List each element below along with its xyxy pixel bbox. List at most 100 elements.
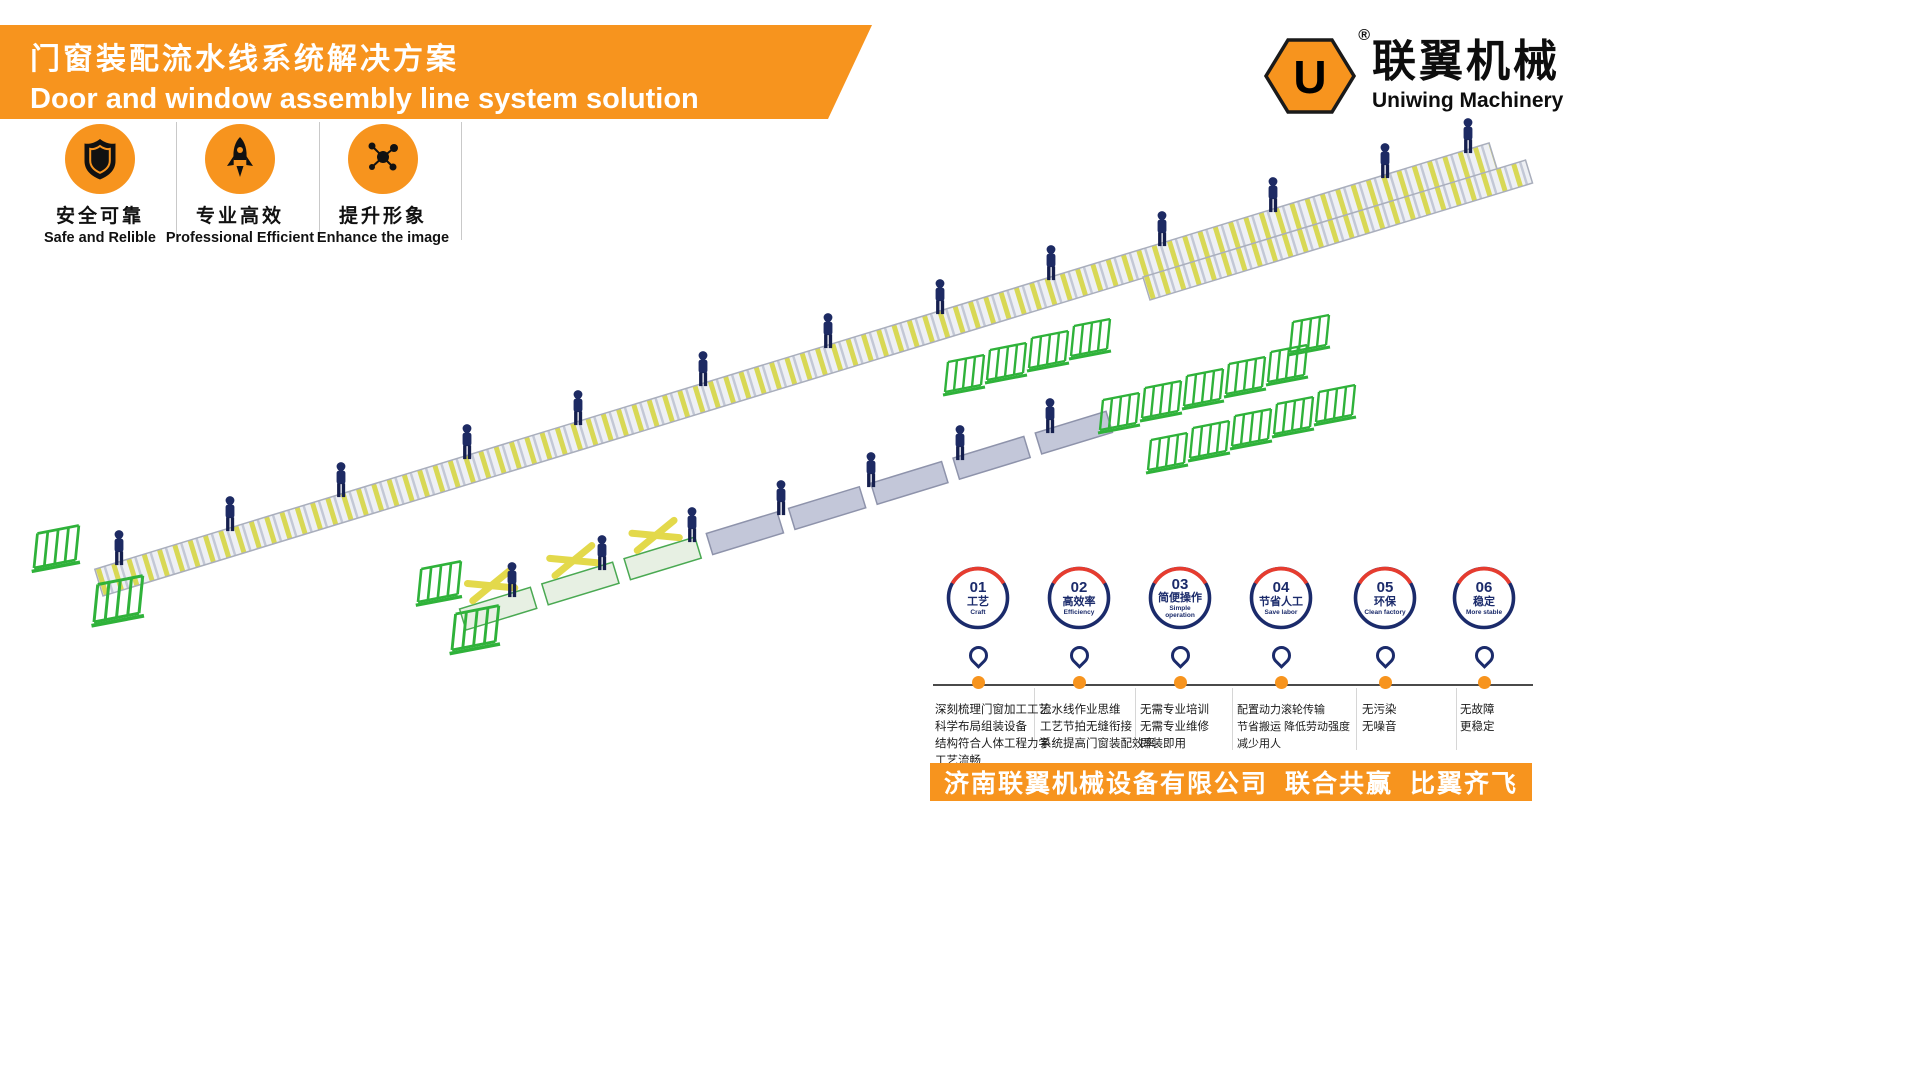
circle-arc-icon xyxy=(1148,566,1212,630)
logo-monogram: U xyxy=(1293,51,1326,103)
rack-icon xyxy=(1186,419,1232,463)
timeline-label-zh: 稳定 xyxy=(1473,595,1495,608)
timeline-label-zh: 环保 xyxy=(1374,595,1396,608)
timeline-number: 04 xyxy=(1272,579,1290,597)
rack-icon xyxy=(1270,395,1316,439)
worker-figure xyxy=(823,313,833,349)
detail-line: 无污染 xyxy=(1362,704,1397,716)
feature-label-zh: 专业高效 xyxy=(195,206,284,227)
timeline-label-zh: 简便操作 xyxy=(1158,592,1202,605)
rack-icon xyxy=(1067,317,1113,361)
circle-arc-icon xyxy=(1452,566,1516,630)
timeline-badge-01: 01 工艺 Craft xyxy=(945,565,1011,689)
rack-icon xyxy=(1286,313,1332,357)
detail-line: 工艺节拍无缝衔接 xyxy=(1040,721,1132,733)
timeline-number: 06 xyxy=(1475,579,1493,597)
feature-divider xyxy=(319,122,320,240)
brand-logo: U ® 联翼机械 Uniwing Machinery xyxy=(1262,27,1563,119)
timeline-circle: 02 高效率 Efficiency xyxy=(1046,565,1112,631)
rack-icon xyxy=(1025,329,1071,373)
timeline-details-03: 无需专业培训 无需专业维修 即装即用 xyxy=(1140,702,1209,753)
detail-line: 无噪音 xyxy=(1362,721,1397,733)
timeline-details-06: 无故障 更稳定 xyxy=(1460,702,1495,736)
worker-figure xyxy=(462,424,472,460)
rack-icon xyxy=(983,341,1029,385)
pin-icon xyxy=(1166,642,1194,669)
detail-line: 即装即用 xyxy=(1140,738,1186,750)
timeline-badge-03: 03 简便操作 Simple operation xyxy=(1147,565,1213,689)
timeline-details-04: 配置动力滚轮传输 节省搬运 降低劳动强度 减少用人 xyxy=(1237,702,1350,753)
timeline-label-en: Clean factory xyxy=(1364,608,1406,616)
detail-line: 深刻梳理门窗加工工艺 xyxy=(935,704,1050,716)
worker-figure xyxy=(573,390,583,426)
feature-professional: 专业高效 Professional Efficient xyxy=(165,124,315,246)
circle-arc-icon xyxy=(1249,566,1313,630)
window-frame-icon xyxy=(463,516,683,605)
timeline-number: 02 xyxy=(1070,579,1088,597)
timeline-badge-04: 04 节省人工 Save labor xyxy=(1248,565,1314,689)
detail-line: 无需专业培训 xyxy=(1140,704,1209,716)
timeline-number: 05 xyxy=(1376,579,1394,597)
page-title-zh: 门窗装配流水线系统解决方案 xyxy=(30,43,459,76)
timeline-details-01: 深刻梳理门窗加工工艺 科学布局组装设备 结构符合人体工程力学 工艺流畅 xyxy=(935,702,1050,770)
rack-icon xyxy=(29,523,82,574)
pin-icon xyxy=(1065,642,1093,669)
detail-line: 无需专业维修 xyxy=(1140,721,1209,733)
feature-label-en: Professional Efficient xyxy=(165,230,315,246)
worker-figure xyxy=(225,496,235,532)
parallel-conveyor xyxy=(1142,159,1534,301)
brand-name-zh: 联翼机械 xyxy=(1372,37,1560,87)
timeline-separator xyxy=(1356,688,1357,750)
worker-figure xyxy=(1268,177,1278,213)
detail-line: 配置动力滚轮传输 xyxy=(1237,704,1325,716)
worker-figure xyxy=(698,351,708,387)
timeline-dot xyxy=(1072,676,1086,689)
pin-icon xyxy=(1470,642,1498,669)
rack-icon xyxy=(1138,379,1184,423)
timeline-details-02: 流水线作业思维 工艺节拍无缝衔接 系统提高门窗装配效率 xyxy=(1040,702,1155,753)
rack-icon xyxy=(1180,367,1226,411)
timeline-circle: 05 环保 Clean factory xyxy=(1352,565,1418,631)
rack-icon xyxy=(1222,355,1268,399)
worker-figure xyxy=(1157,211,1167,247)
detail-line: 减少用人 xyxy=(1237,738,1281,750)
header-banner: 门窗装配流水线系统解决方案 Door and window assembly l… xyxy=(0,25,872,119)
timeline-label-en: More stable xyxy=(1465,608,1503,616)
rack-icon xyxy=(414,559,464,607)
main-conveyor xyxy=(93,142,1499,597)
registered-mark: ® xyxy=(1358,27,1370,44)
detail-line: 科学布局组装设备 xyxy=(935,721,1027,733)
slogan-2: 比翼齐飞 xyxy=(1409,770,1518,798)
feature-safe: 安全可靠 Safe and Relible xyxy=(25,124,175,246)
worker-figure xyxy=(507,562,517,598)
timeline-badge-02: 02 高效率 Efficiency xyxy=(1046,565,1112,689)
detail-line: 节省搬运 降低劳动强度 xyxy=(1237,721,1351,733)
timeline-separator xyxy=(1456,688,1457,750)
worker-figure xyxy=(866,452,876,488)
timeline-separator xyxy=(1034,688,1035,750)
timeline-dot xyxy=(971,676,985,689)
timeline-label-zh: 工艺 xyxy=(967,595,989,608)
feature-image: 提升形象 Enhance the image xyxy=(308,124,458,246)
feature-label-zh: 安全可靠 xyxy=(55,206,144,227)
timeline-label-zh: 高效率 xyxy=(1062,595,1096,608)
timeline-label-zh: 节省人工 xyxy=(1259,595,1303,608)
timeline-badge-05: 05 环保 Clean factory xyxy=(1352,565,1418,689)
timeline-circle: 01 工艺 Craft xyxy=(945,565,1011,631)
worker-figure xyxy=(1046,245,1056,281)
timeline-number: 03 xyxy=(1171,575,1189,593)
pin-icon xyxy=(1267,642,1295,669)
brand-name: 联翼机械 Uniwing Machinery xyxy=(1372,39,1563,112)
feature-divider xyxy=(176,122,177,240)
circle-arc-icon xyxy=(1353,566,1417,630)
timeline-separator xyxy=(1135,688,1136,750)
pin-icon xyxy=(964,642,992,669)
feature-label-en: Enhance the image xyxy=(316,230,450,246)
timeline-number: 01 xyxy=(969,579,987,597)
timeline-circle: 03 简便操作 Simple operation xyxy=(1147,565,1213,631)
rack-icon xyxy=(941,353,987,397)
pin-icon xyxy=(1371,642,1399,669)
detail-line: 无故障 xyxy=(1460,704,1495,716)
